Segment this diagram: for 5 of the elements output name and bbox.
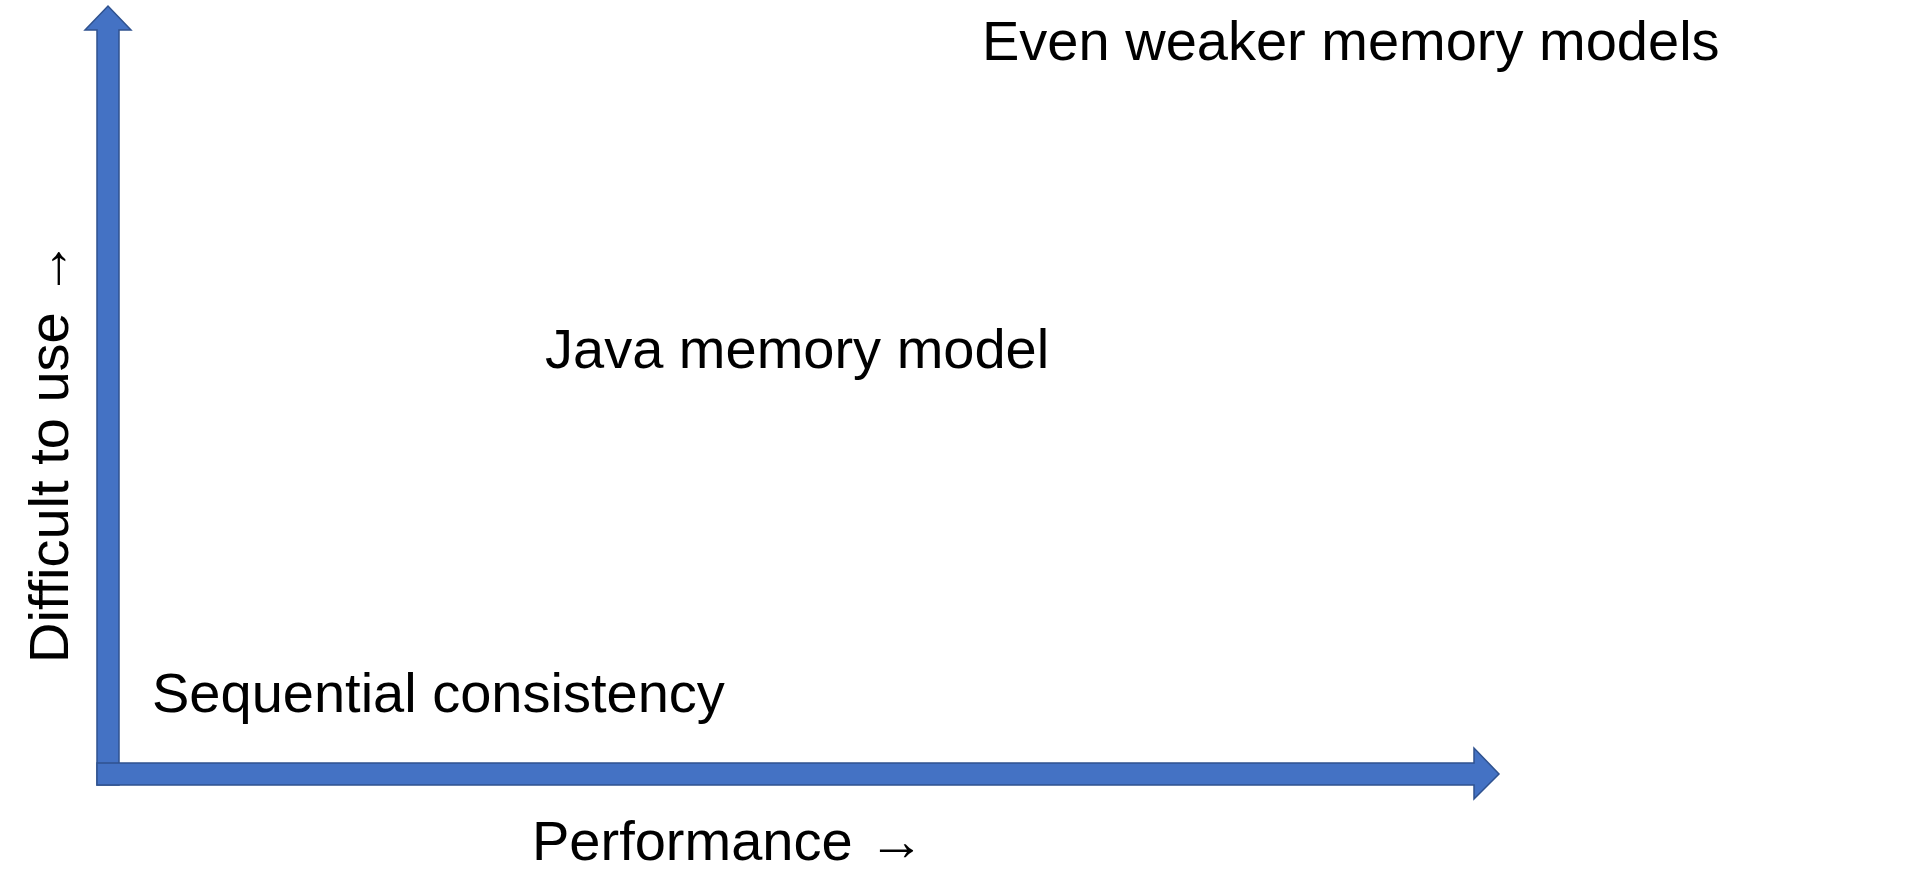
quadrant-label: Even weaker memory models xyxy=(982,10,1720,72)
axis-title: Performance → xyxy=(532,810,925,872)
axis-title: Difficult to use → xyxy=(18,240,80,663)
quadrant-label: Sequential consistency xyxy=(152,662,725,724)
quadrant-label: Java memory model xyxy=(545,318,1050,380)
